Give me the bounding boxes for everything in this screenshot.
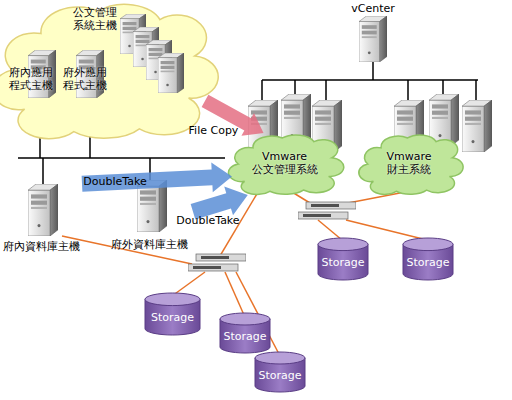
cylinder-top: [255, 352, 305, 364]
server-icon: [137, 180, 167, 232]
vcenter-server: vCenter: [345, 2, 401, 64]
node-label: Storage: [403, 256, 453, 269]
edge-label: File Copy: [189, 124, 239, 137]
node-label: Vmware 財主系統: [379, 150, 439, 176]
vmware-cloud: Vmware 公文管理系統: [232, 133, 337, 195]
node-label: 公文管理 系統主機: [68, 6, 122, 32]
storage-cylinder: Storage: [220, 313, 270, 353]
storage-cylinder: Storage: [403, 238, 453, 280]
node-label: Storage: [318, 256, 368, 269]
node-label: vCenter: [345, 2, 401, 15]
app-server: 府內應用 程式主機: [2, 50, 60, 112]
node-label: 府內資料庫主機: [0, 240, 82, 253]
edge-label: DoubleTake: [176, 214, 239, 227]
server-icon: [359, 16, 387, 62]
cloud-outline: [0, 4, 218, 138]
storage-cylinder: Storage: [145, 293, 200, 335]
block-arrow: [191, 187, 248, 220]
storage-cylinder: Storage: [255, 352, 305, 392]
server-icon: [28, 184, 58, 236]
cloud-outline: [228, 135, 343, 194]
node-label: Storage: [255, 369, 305, 382]
database-server: 府內資料庫主機: [0, 180, 82, 255]
san-wire: [62, 192, 427, 354]
app-server: 府外應用 程式主機: [56, 48, 114, 110]
edge-label: DoubleTake: [83, 175, 146, 188]
block-arrow: [82, 162, 232, 192]
host-cloud: 公文管理 系統主機府內應用 程式主機府外應用 程式主機: [0, 0, 205, 140]
cloud-outline: [359, 135, 463, 194]
node-label: Vmware 公文管理系統: [247, 150, 322, 176]
cylinder-top: [220, 313, 270, 325]
node-label: Storage: [220, 330, 270, 343]
database-server: 府外資料庫主機: [105, 178, 193, 253]
node-label: 府外資料庫主機: [105, 238, 193, 251]
node-label: 府外應用 程式主機: [56, 66, 114, 92]
cylinder-top: [403, 238, 453, 251]
storage-cylinder: Storage: [318, 238, 368, 280]
node-label: Storage: [145, 311, 200, 324]
node-label: 府內應用 程式主機: [2, 66, 60, 92]
block-arrow: [202, 95, 264, 136]
cylinder-top: [318, 238, 368, 251]
vmware-cloud: Vmware 財主系統: [362, 133, 457, 195]
server-stack: [120, 14, 184, 93]
cylinder-top: [145, 293, 200, 306]
